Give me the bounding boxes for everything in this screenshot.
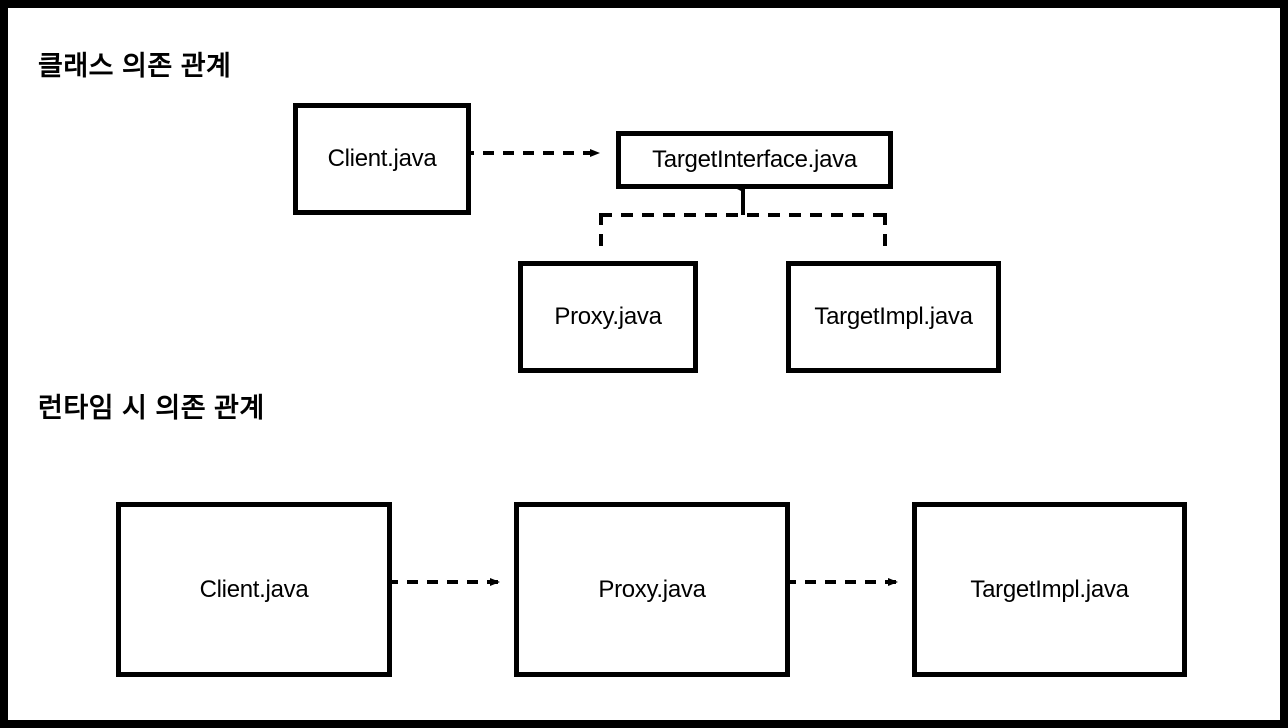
- diagram-connectors: dashed--> TargetInterface.java --> Targe…: [387, 149, 898, 586]
- node-client-java-runtime[interactable]: Client.java: [116, 502, 392, 677]
- node-targetimpl-java-class[interactable]: TargetImpl.java: [786, 261, 1001, 373]
- node-label: TargetImpl.java: [814, 303, 973, 330]
- section-heading-class-dependency: 클래스 의존 관계: [38, 51, 232, 81]
- node-proxy-java-runtime[interactable]: Proxy.java: [514, 502, 790, 677]
- node-targetimpl-java-runtime[interactable]: TargetImpl.java: [912, 502, 1187, 677]
- node-client-java-class[interactable]: Client.java: [293, 103, 471, 215]
- node-label: Client.java: [199, 575, 309, 603]
- section-heading-runtime-dependency: 런타임 시 의존 관계: [38, 393, 265, 423]
- node-label: Client.java: [327, 145, 437, 172]
- node-targetinterface-java[interactable]: TargetInterface.java: [616, 131, 893, 189]
- node-proxy-java-class[interactable]: Proxy.java: [518, 261, 698, 373]
- edge-realization-bracket: [599, 179, 887, 255]
- node-label: TargetInterface.java: [652, 146, 857, 173]
- node-label: Proxy.java: [598, 575, 706, 603]
- node-label: Proxy.java: [554, 303, 662, 330]
- node-label: TargetImpl.java: [970, 575, 1129, 603]
